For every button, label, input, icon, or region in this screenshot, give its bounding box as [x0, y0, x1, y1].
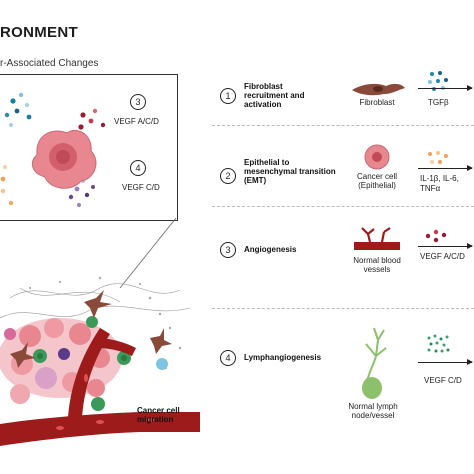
tissue-dots	[28, 276, 182, 370]
il-dots-icon	[428, 151, 448, 164]
zoom-line	[119, 218, 177, 289]
ecm-fibers	[0, 283, 191, 319]
step-3-number: 3	[220, 242, 236, 258]
blood-vessel-icon	[354, 227, 400, 250]
step-3-arrow	[418, 243, 473, 249]
step-3-cell-label: Normal blood vessels	[353, 256, 401, 274]
inset-label-4: VEGF C/D	[122, 183, 160, 192]
inset-panel	[0, 74, 178, 221]
step-1-factor-label: TGFβ	[428, 98, 449, 107]
tumor-mass	[0, 318, 122, 404]
vegf-dots-icon	[425, 229, 447, 243]
step-1-number: 1	[220, 88, 236, 104]
divider-3	[212, 308, 474, 309]
inset-number-4: 4	[130, 160, 146, 176]
step-2-cell-label: Cancer cell (Epithelial)	[356, 172, 397, 190]
step-4-title: Lymphangiogenesis	[244, 353, 322, 362]
step-4-cell-label: Normal lymph node/vessel	[348, 402, 398, 420]
immune-cells	[4, 316, 168, 411]
divider-2	[212, 206, 474, 207]
inset-cancer-cell	[31, 129, 97, 189]
step-3-factor-label: VEGF A/C/D	[420, 252, 465, 261]
step-2-arrow	[418, 165, 473, 171]
inset-number-3: 3	[130, 94, 146, 110]
step-4-number: 4	[220, 350, 236, 366]
lymph-dots-icon	[427, 334, 450, 353]
migration-label: Cancer cell migration	[137, 406, 180, 424]
lymph-vessel-icon	[362, 327, 387, 399]
tissue-fibroblasts	[10, 290, 172, 368]
step-4-arrow	[418, 359, 473, 365]
tissue-blood-vessel	[0, 328, 200, 446]
inset-illustration	[0, 92, 106, 207]
step-2-title: Epithelial to mesenchymal transition (EM…	[244, 158, 336, 185]
step-1-title: Fibroblast recruitment and activation	[244, 82, 305, 109]
divider-1	[212, 125, 474, 126]
step-4-factor-label: VEGF C/D	[424, 376, 462, 385]
inset-subtitle: r-Associated Changes	[0, 58, 99, 69]
step-1-cell-label: Fibroblast	[359, 98, 395, 107]
inset-label-3: VEGF A/C/D	[114, 117, 159, 126]
page-title: RONMENT	[0, 24, 78, 41]
fibroblast-icon	[352, 83, 405, 96]
step-2-factor-label: IL-1β, IL-6, TNFα	[420, 174, 459, 193]
step-1-arrow	[418, 85, 473, 91]
step-3-title: Angiogenesis	[244, 245, 297, 254]
step-2-number: 2	[220, 168, 236, 184]
inset-dots-left	[0, 92, 32, 205]
cancer-cell-icon	[364, 144, 390, 170]
tissue-illustration	[0, 218, 200, 446]
